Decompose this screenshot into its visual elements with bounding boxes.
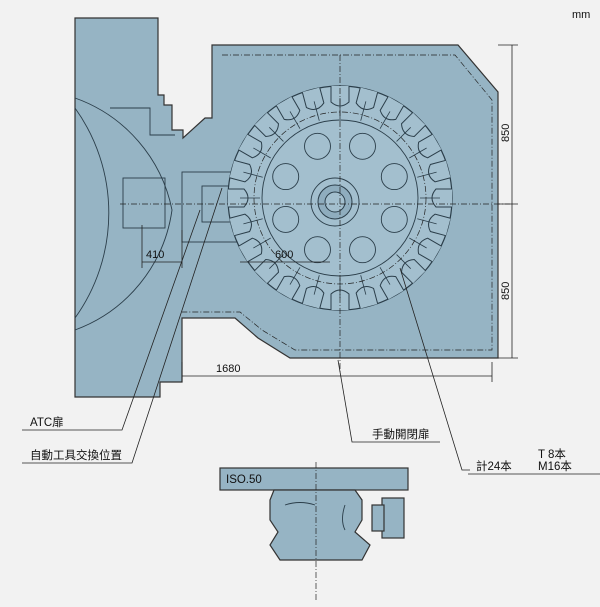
tool-pocket (229, 159, 263, 183)
leader-manual-door (337, 359, 440, 443)
magazine-hub-outer (310, 177, 360, 227)
dim-1680: 1680 (181, 362, 493, 382)
callout-auto-tool-change: 自動工具交換位置 (30, 448, 122, 462)
column-spindle-arc (74, 107, 110, 319)
tool-pocket (420, 188, 452, 208)
tool-pocket (301, 87, 325, 121)
drum-holes (272, 132, 408, 264)
dim-410: 410 (141, 225, 183, 268)
tool-pocket (417, 159, 451, 183)
enclosure-dashline (182, 54, 493, 351)
dim-850-top-label: 850 (500, 124, 512, 142)
magazine-hub-core (324, 191, 346, 213)
dim-600: 600 (240, 249, 330, 263)
tool-pocket (301, 275, 325, 309)
dim-410-label: 410 (146, 249, 164, 261)
unit-label: mm (572, 9, 590, 21)
tool-pocket (409, 133, 442, 159)
leader-atc-door (22, 209, 201, 431)
iso50-tool-holder: ISO.50 (219, 462, 409, 600)
tool-pocket (275, 267, 301, 300)
column-step-line (110, 107, 175, 136)
dim-850-vertical: 850 850 (498, 44, 518, 359)
tool-pocket (355, 275, 379, 309)
atc-arm-block (122, 177, 166, 229)
tool-pocket (417, 213, 451, 237)
callout-manual-door: 手動開閉扉 (372, 427, 430, 441)
drum-hole (349, 132, 376, 160)
column-spindle-arc-outer (74, 97, 173, 331)
drum-hole (272, 163, 300, 191)
drum-hole (272, 205, 300, 233)
tool-pocket (229, 213, 263, 237)
drum-hole (304, 132, 331, 160)
tool-pockets (228, 86, 452, 310)
tool-pocket (254, 254, 284, 284)
spindle-label: ISO.50 (226, 474, 262, 486)
tool-pocket (355, 87, 379, 121)
callout-t-tools: T 8本 (538, 447, 566, 461)
dim-1680-label: 1680 (216, 363, 240, 375)
drum-hole (380, 205, 408, 233)
drum-hole (380, 163, 408, 191)
leader-auto-tool-change (22, 187, 223, 464)
tool-pocket (409, 237, 442, 263)
callout-atc-door: ATC扉 (30, 416, 64, 429)
drum-hole (304, 236, 331, 264)
dim-850-bottom-label: 850 (500, 282, 512, 300)
tool-pocket (238, 133, 271, 159)
tool-pocket (254, 112, 284, 142)
tool-pocket (275, 96, 301, 129)
drum-hole (349, 236, 376, 264)
tool-pocket (379, 96, 405, 129)
tool-pocket (228, 188, 260, 208)
tool-pocket (238, 237, 271, 263)
callout-m-tools: M16本 (538, 459, 572, 473)
tool-pocket (379, 267, 405, 300)
dim-600-label: 600 (275, 249, 293, 261)
callout-total-tools: 計24本 (476, 459, 512, 473)
leader-total-tools (399, 267, 470, 471)
tool-pocket (396, 112, 426, 142)
